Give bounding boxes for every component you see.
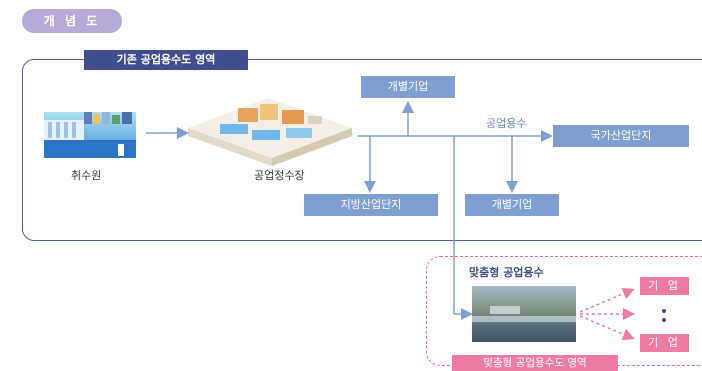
custom-area-badge: 맞춤형 공업용수도 영역 — [452, 355, 618, 371]
section-pill: 개 념 도 — [22, 9, 122, 33]
regional-complex-box: 지방산업단지 — [304, 194, 438, 216]
company-box-bottom: 기 업 — [640, 334, 689, 352]
company-bottom-box: 개별기업 — [465, 194, 559, 216]
plant-label: 공업정수장 — [254, 169, 305, 182]
custom-area-title: 맞춤형 공업용수 — [469, 266, 544, 279]
flow-label: 공업용수 — [486, 117, 527, 130]
intake-label: 취수원 — [71, 169, 102, 182]
custom-photo — [472, 286, 576, 342]
company-box-top: 기 업 — [640, 277, 689, 295]
existing-area-frame — [22, 59, 702, 241]
national-complex-box: 국가산업단지 — [553, 125, 689, 147]
company-top-box: 개별기업 — [361, 76, 455, 98]
existing-area-title: 기존 공업용수도 영역 — [84, 50, 248, 70]
plant-illustration — [188, 98, 352, 166]
intake-illustration — [44, 112, 136, 158]
